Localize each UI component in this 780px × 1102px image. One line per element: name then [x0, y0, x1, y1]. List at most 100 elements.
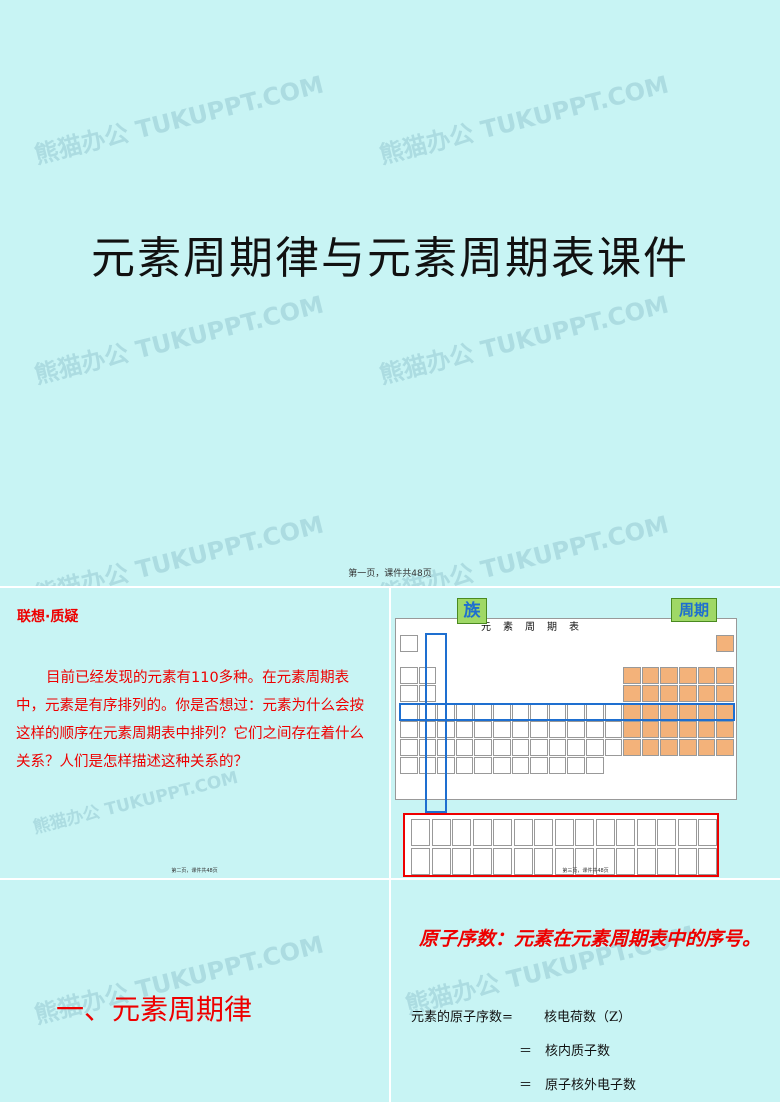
element-cell — [679, 667, 697, 684]
element-cell — [513, 848, 533, 875]
table-title: 元素周期表 — [481, 622, 591, 633]
element-cell — [636, 848, 656, 875]
element-cell — [679, 685, 697, 702]
element-cell — [575, 819, 594, 846]
group-highlight — [425, 633, 447, 813]
slide-5: 熊猫办公 TUKUPPT.COM 原子序数：元素在元素周期表中的序号。 元素的原… — [391, 880, 780, 1102]
element-cell — [474, 739, 492, 756]
periodic-table-image — [395, 618, 737, 800]
element-cell — [697, 667, 716, 684]
element-cell — [679, 721, 697, 738]
page-footer: 第三页，课件共48页 — [562, 868, 609, 874]
element-cell — [641, 721, 660, 738]
element-cell — [455, 721, 474, 738]
element-cell — [616, 819, 635, 846]
element-cell — [641, 739, 660, 756]
element-cell — [418, 757, 437, 774]
element-cell — [698, 819, 717, 846]
element-cell — [455, 757, 474, 774]
equation-line-2: ＝ 核内质子数 — [519, 1044, 611, 1059]
element-cell — [636, 819, 656, 846]
element-cell — [418, 685, 437, 702]
element-cell — [698, 848, 717, 875]
element-cell — [418, 667, 437, 684]
element-cell — [575, 848, 594, 875]
element-cell — [534, 819, 553, 846]
slide-4: 熊猫办公 TUKUPPT.COM 一、元素周期律 — [0, 880, 389, 1102]
element-cell — [586, 739, 604, 756]
element-cell — [697, 685, 716, 702]
slide-heading: 联想·质疑 — [17, 609, 79, 625]
slide-2: 熊猫办公 TUKUPPT.COM 联想·质疑 目前已经发现的元素有110多种。在… — [0, 588, 389, 878]
element-cell — [567, 721, 585, 738]
element-cell — [400, 739, 418, 756]
element-cell — [554, 819, 574, 846]
element-cell — [623, 685, 641, 702]
element-cell — [493, 848, 512, 875]
element-cell — [716, 721, 734, 738]
watermark: 熊猫办公 TUKUPPT.COM — [376, 290, 672, 390]
intro-paragraph: 目前已经发现的元素有110多种。在元素周期表中，元素是有序排列的。你是否想过：元… — [16, 670, 364, 770]
equation-left: 元素的原子序数= — [411, 1010, 513, 1025]
element-cell — [513, 819, 533, 846]
slide-3: 元素周期表 族 周期 第三页，课件共48页 — [391, 588, 780, 878]
element-cell — [472, 848, 492, 875]
period-highlight — [399, 703, 735, 721]
element-cell — [452, 848, 471, 875]
element-cell — [400, 757, 418, 774]
element-cell — [716, 685, 734, 702]
element-cell — [411, 848, 430, 875]
element-cell — [660, 685, 678, 702]
element-cell — [493, 757, 511, 774]
element-cell — [677, 848, 697, 875]
element-cell — [595, 819, 615, 846]
element-cell — [548, 757, 567, 774]
element-cell — [567, 757, 585, 774]
element-cell — [586, 721, 604, 738]
page-footer: 第一页，课件共48页 — [348, 569, 432, 579]
element-cell — [554, 848, 574, 875]
element-cell — [530, 757, 548, 774]
watermark: 熊猫办公 TUKUPPT.COM — [31, 290, 327, 390]
element-cell — [623, 667, 641, 684]
element-cell — [418, 721, 437, 738]
element-cell — [511, 757, 530, 774]
element-cell — [595, 848, 615, 875]
element-cell — [452, 819, 471, 846]
element-cell — [493, 739, 511, 756]
element-cell — [534, 848, 553, 875]
element-cell — [660, 739, 678, 756]
element-cell — [567, 739, 585, 756]
watermark: 熊猫办公 TUKUPPT.COM — [376, 70, 672, 170]
element-cell — [657, 819, 676, 846]
page-footer: 第二页，课件共48页 — [171, 868, 218, 874]
watermark: 熊猫办公 TUKUPPT.COM — [31, 70, 327, 170]
element-cell — [474, 757, 492, 774]
element-cell — [431, 848, 451, 875]
element-cell — [455, 739, 474, 756]
element-cell — [697, 739, 716, 756]
element-cell — [677, 819, 697, 846]
element-cell — [604, 721, 623, 738]
equation-line-3: ＝ 原子核外电子数 — [519, 1078, 637, 1093]
group-tag: 族 — [457, 598, 487, 624]
element-cell — [716, 739, 734, 756]
element-cell — [623, 721, 641, 738]
element-cell — [493, 721, 511, 738]
element-cell — [586, 757, 604, 774]
element-cell — [493, 819, 512, 846]
element-cell — [616, 848, 635, 875]
element-cell — [657, 848, 676, 875]
element-cell — [418, 739, 437, 756]
element-cell — [474, 721, 492, 738]
element-cell — [660, 667, 678, 684]
element-cell — [530, 721, 548, 738]
element-cell — [411, 819, 430, 846]
element-cell — [400, 667, 418, 684]
lanthanide-actinide-block — [403, 813, 719, 877]
element-cell — [641, 667, 660, 684]
element-cell — [604, 739, 623, 756]
element-cell — [431, 819, 451, 846]
element-cell — [400, 721, 418, 738]
definition-text: 原子序数：元素在元素周期表中的序号。 — [419, 928, 762, 950]
